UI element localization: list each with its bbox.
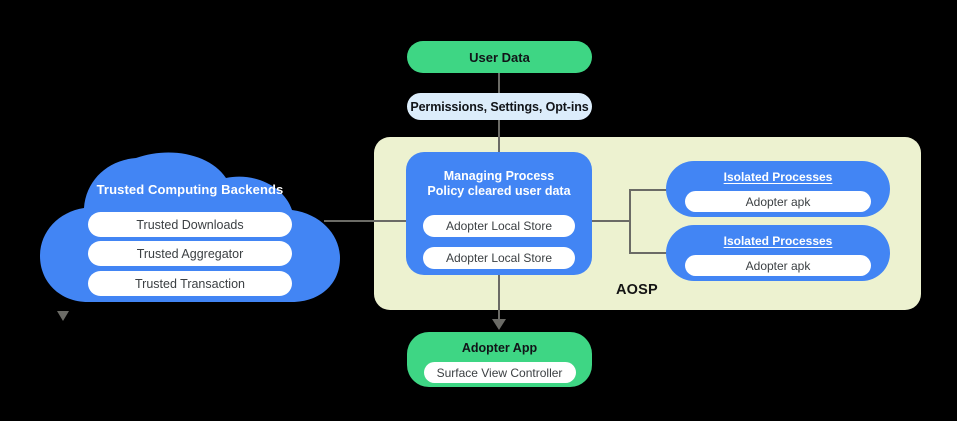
connector-userdata-to-permissions (498, 73, 500, 93)
connector-managing-process-to-split (592, 220, 630, 222)
user-data-label: User Data (469, 49, 530, 65)
connector-split-vertical (629, 189, 631, 253)
arrowhead-cloud-bottom (57, 311, 69, 321)
permissions-label: Permissions, Settings, Opt-ins (410, 99, 589, 114)
managing-process-title: Managing Process Policy cleared user dat… (427, 169, 570, 199)
adopter-local-store-label: Adopter Local Store (445, 219, 553, 233)
cloud-item-trusted-downloads[interactable]: Trusted Downloads (88, 212, 292, 237)
cloud-item-label: Trusted Aggregator (136, 246, 244, 261)
permissions-settings-optins-node[interactable]: Permissions, Settings, Opt-ins (407, 93, 592, 120)
cloud-title: Trusted Computing Backends (96, 182, 284, 197)
arrowhead-to-adopter-app (492, 319, 506, 330)
connector-managing-process-to-adopter-app (498, 275, 500, 323)
adopter-apk-label: Adopter apk (745, 258, 811, 273)
cloud-item-label: Trusted Downloads (136, 217, 244, 232)
adopter-apk-1[interactable]: Adopter apk (685, 255, 871, 276)
user-data-node[interactable]: User Data (407, 41, 592, 73)
managing-process-title-line1: Managing Process (443, 169, 555, 183)
isolated-processes-title: Isolated Processes (723, 234, 833, 248)
managing-process-title-line2: Policy cleared user data (427, 184, 571, 198)
adopter-app-node[interactable]: Adopter App Surface View Controller (407, 332, 592, 387)
connector-cloud-to-managing-process (324, 220, 407, 222)
adopter-local-store-label: Adopter Local Store (445, 251, 553, 265)
isolated-process-node-0[interactable]: Isolated Processes Adopter apk (666, 161, 890, 217)
isolated-process-node-1[interactable]: Isolated Processes Adopter apk (666, 225, 890, 281)
surface-view-controller-label: Surface View Controller (436, 365, 563, 380)
surface-view-controller[interactable]: Surface View Controller (423, 362, 576, 383)
adopter-local-store-1[interactable]: Adopter Local Store (423, 247, 575, 269)
adopter-apk-label: Adopter apk (745, 194, 811, 209)
isolated-processes-title: Isolated Processes (723, 170, 833, 184)
connector-split-to-isolated-1 (629, 252, 668, 254)
adopter-app-title: Adopter App (461, 341, 538, 355)
managing-process-node[interactable]: Managing Process Policy cleared user dat… (406, 152, 592, 275)
adopter-apk-0[interactable]: Adopter apk (685, 191, 871, 212)
aosp-label: AOSP (616, 282, 658, 298)
cloud-item-trusted-aggregator[interactable]: Trusted Aggregator (88, 241, 292, 266)
connector-permissions-to-managing-process (498, 120, 500, 153)
adopter-local-store-0[interactable]: Adopter Local Store (423, 215, 575, 237)
cloud-item-label: Trusted Transaction (134, 276, 245, 291)
connector-split-to-isolated-0 (629, 189, 668, 191)
cloud-item-trusted-transaction[interactable]: Trusted Transaction (88, 271, 292, 296)
